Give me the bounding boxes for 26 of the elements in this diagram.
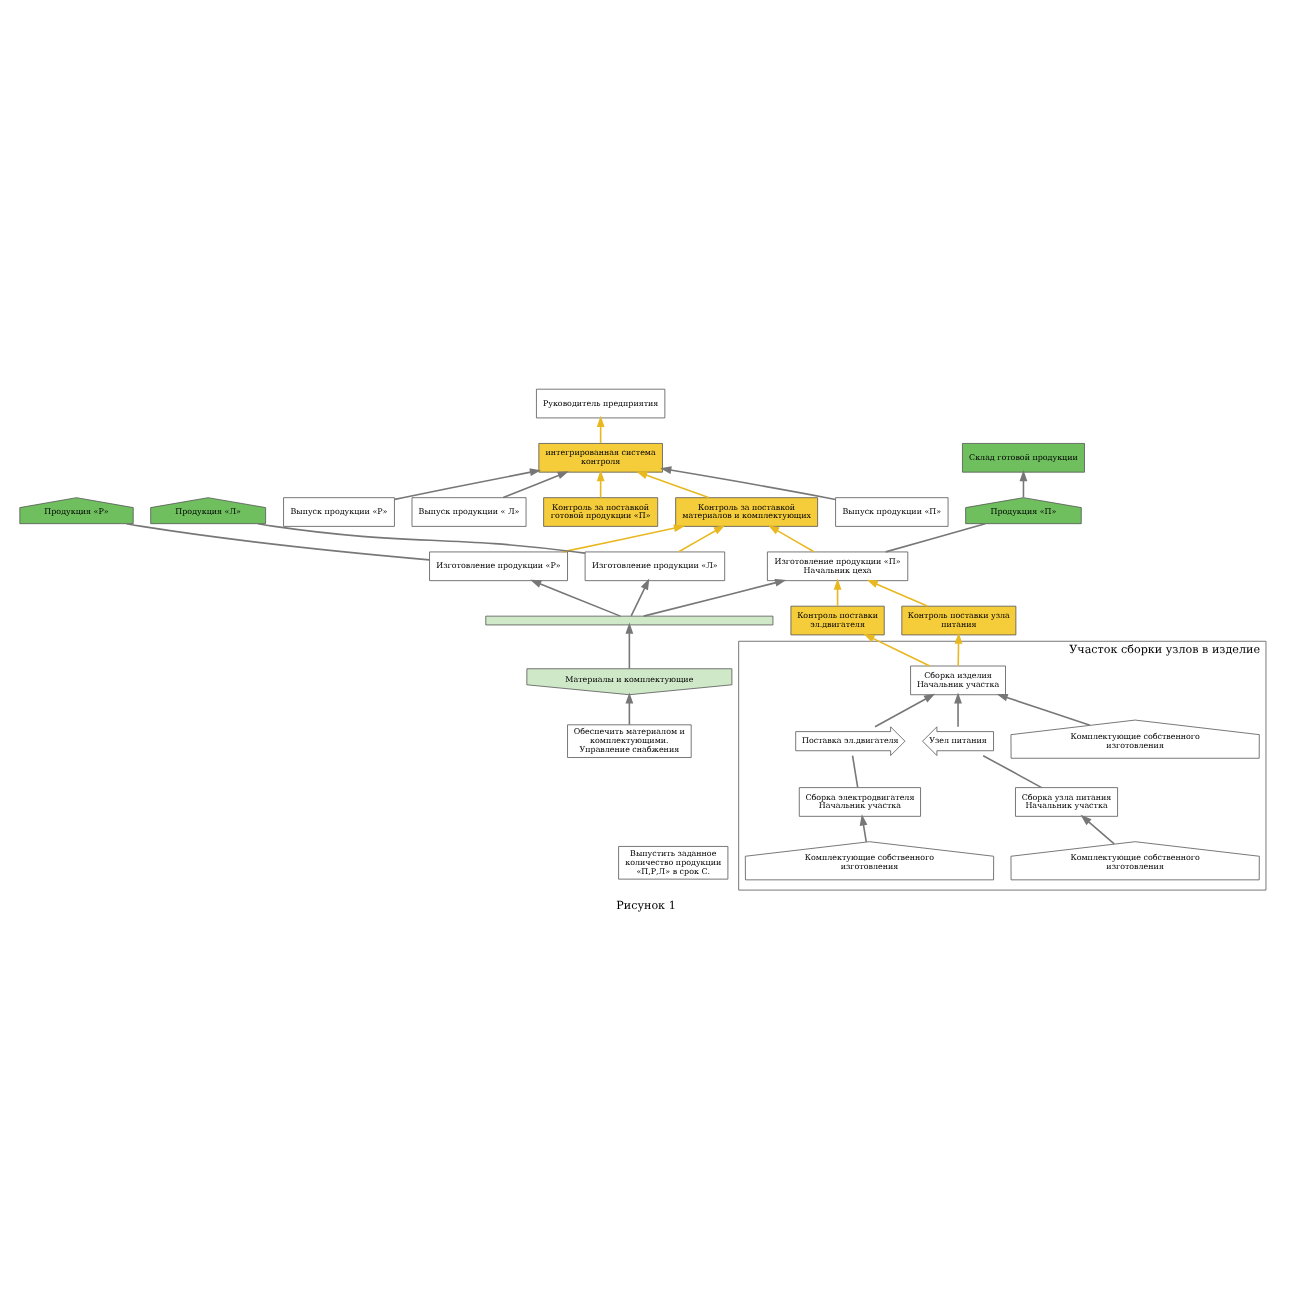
arrow [859,814,868,843]
arrow [996,693,1091,727]
arrow [625,692,634,726]
arrow [954,632,963,667]
arrow [393,468,542,501]
arrow [530,579,622,617]
arrow [954,692,962,728]
arrow [561,524,686,553]
connector [257,522,586,554]
arrow [625,622,634,670]
arrow [660,466,837,501]
arrow [1080,814,1115,845]
connector [851,754,859,789]
arrow [866,579,929,607]
node-bar [485,615,774,626]
arrow [636,471,710,499]
arrow [630,578,650,617]
arrow [502,471,569,499]
arrow [768,525,815,553]
connector [125,522,431,561]
connector [982,754,1043,789]
arrow [642,579,787,617]
connector [884,522,986,553]
arrow [863,633,931,667]
arrow [874,693,936,728]
arrow [677,525,725,553]
